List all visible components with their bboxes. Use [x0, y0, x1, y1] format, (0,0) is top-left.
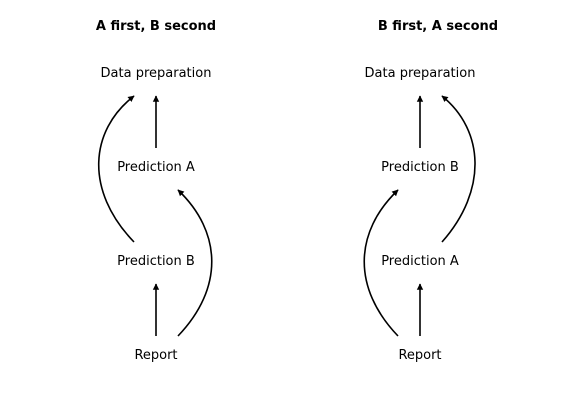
left-panel-arrows — [97, 95, 213, 337]
arrow-prediction-lower-to-data-prep — [441, 95, 476, 243]
arrow-prediction-lower-to-data-prep — [97, 95, 135, 243]
right-panel-arrows — [363, 95, 476, 337]
arrow-report-to-prediction-upper — [177, 189, 213, 337]
left-node-report: Report — [134, 348, 178, 363]
right-node-prediction-lower: Prediction A — [381, 254, 459, 269]
right-node-report: Report — [398, 348, 442, 363]
right-node-prediction-upper: Prediction B — [381, 160, 459, 175]
left-node-prediction-lower: Prediction B — [117, 254, 195, 269]
arrow-report-to-prediction-upper — [363, 189, 399, 337]
right-panel-title: B first, A second — [377, 19, 499, 34]
right-node-data-preparation: Data preparation — [364, 66, 476, 81]
left-node-data-preparation: Data preparation — [100, 66, 212, 81]
left-node-prediction-upper: Prediction A — [117, 160, 195, 175]
left-panel-title: A first, B second — [95, 19, 217, 34]
